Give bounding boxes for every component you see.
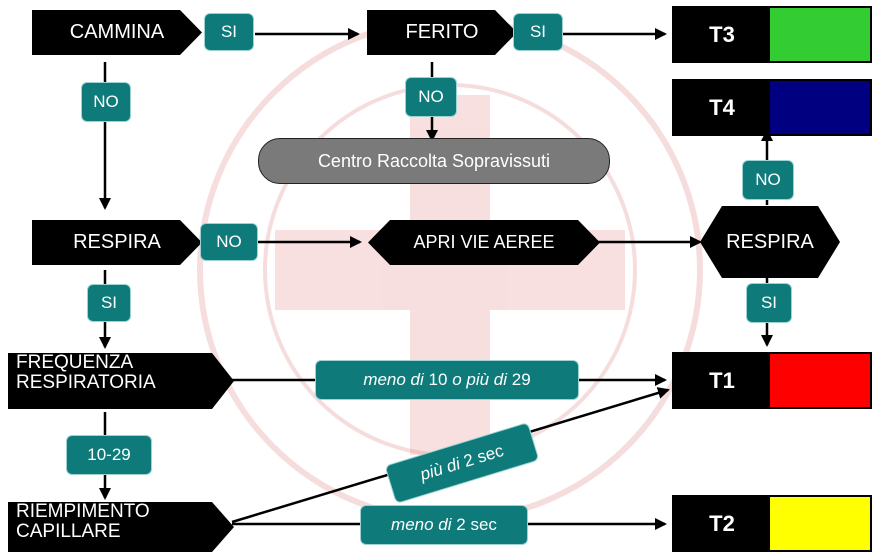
- node-ferito: FERITO: [367, 10, 517, 55]
- tag-rate-meno-di: meno di: [363, 370, 424, 389]
- tag-rate-10: 10: [428, 370, 448, 389]
- priority-t3-swatch: [770, 8, 870, 61]
- node-riempimento-line1: RIEMPIMENTO: [16, 501, 150, 522]
- node-respira-left: RESPIRA: [32, 220, 202, 265]
- node-apri-vie-aeree: APRI VIE AEREE: [368, 220, 600, 265]
- node-frequenza-line2: RESPIRATORIA: [16, 372, 156, 393]
- tag-meno-di-2-sec: meno di 2 sec: [360, 505, 528, 545]
- tag-no-cammina: NO: [81, 82, 131, 122]
- node-respira-right: RESPIRA: [700, 206, 840, 278]
- tag-si-respira: SI: [87, 284, 131, 322]
- node-frequenza-respiratoria: FREQUENZA RESPIRATORIA: [8, 353, 234, 409]
- tag-si-ferito-text: SI: [529, 22, 547, 41]
- tag-no-cammina-text: NO: [93, 92, 119, 111]
- tag-meno-sec: sec: [470, 515, 497, 534]
- tag-no-respira: NO: [200, 223, 258, 261]
- tag-no-respira-right-text: NO: [755, 170, 781, 189]
- node-respira-right-label: RESPIRA: [726, 230, 814, 253]
- tag-piu-2: 2: [461, 449, 476, 471]
- tag-si-cammina-text: SI: [220, 22, 238, 41]
- tag-meno-di-text: meno di: [391, 515, 452, 534]
- priority-t3-code: T3: [674, 8, 770, 61]
- node-riempimento-line2: CAPILLARE: [16, 521, 121, 542]
- priority-t3: T3: [672, 6, 872, 63]
- tag-si-respira-text: SI: [100, 293, 118, 312]
- tag-no-ferito: NO: [405, 77, 457, 117]
- tag-si-respira-right: SI: [746, 283, 792, 323]
- tag-piu-sec: sec: [474, 440, 506, 467]
- tag-si-cammina: SI: [204, 13, 254, 51]
- priority-t1-code: T1: [674, 354, 770, 407]
- tag-no-respira-right: NO: [742, 160, 794, 200]
- priority-t2: T2: [672, 495, 872, 552]
- tag-rate-condition: meno di 10 o più di 29: [315, 360, 579, 400]
- node-cammina: CAMMINA: [32, 10, 202, 55]
- priority-t4: T4: [672, 79, 872, 136]
- priority-t1: T1: [672, 352, 872, 409]
- tag-meno-2: 2: [456, 515, 466, 534]
- priority-t2-code: T2: [674, 497, 770, 550]
- node-apri-vie-aeree-label: APRI VIE AEREE: [413, 232, 555, 252]
- centro-raccolta-label: Centro Raccolta Sopravissuti: [317, 150, 551, 171]
- centro-raccolta-pill: Centro Raccolta Sopravissuti: [258, 138, 610, 184]
- tag-si-ferito: SI: [513, 13, 563, 51]
- node-riempimento-capillare: RIEMPIMENTO CAPILLARE: [8, 502, 234, 552]
- tag-range-10-29: 10-29: [66, 435, 152, 475]
- tag-no-respira-text: NO: [216, 232, 242, 251]
- tag-si-respira-right-text: SI: [760, 293, 778, 312]
- priority-t1-swatch: [770, 354, 870, 407]
- node-respira-left-label: RESPIRA: [73, 231, 161, 253]
- priority-t4-swatch: [770, 81, 870, 134]
- tag-piu-di-text: più di: [417, 454, 463, 485]
- priority-t4-code: T4: [674, 81, 770, 134]
- node-frequenza-line1: FREQUENZA: [16, 352, 134, 373]
- tag-range-text: 10-29: [87, 445, 131, 464]
- node-cammina-label: CAMMINA: [69, 21, 165, 43]
- tag-rate-o-piu-di: o più di: [452, 370, 508, 389]
- tag-rate-29: 29: [511, 370, 531, 389]
- tag-no-ferito-text: NO: [418, 87, 444, 106]
- priority-t2-swatch: [770, 497, 870, 550]
- node-ferito-label: FERITO: [405, 21, 479, 43]
